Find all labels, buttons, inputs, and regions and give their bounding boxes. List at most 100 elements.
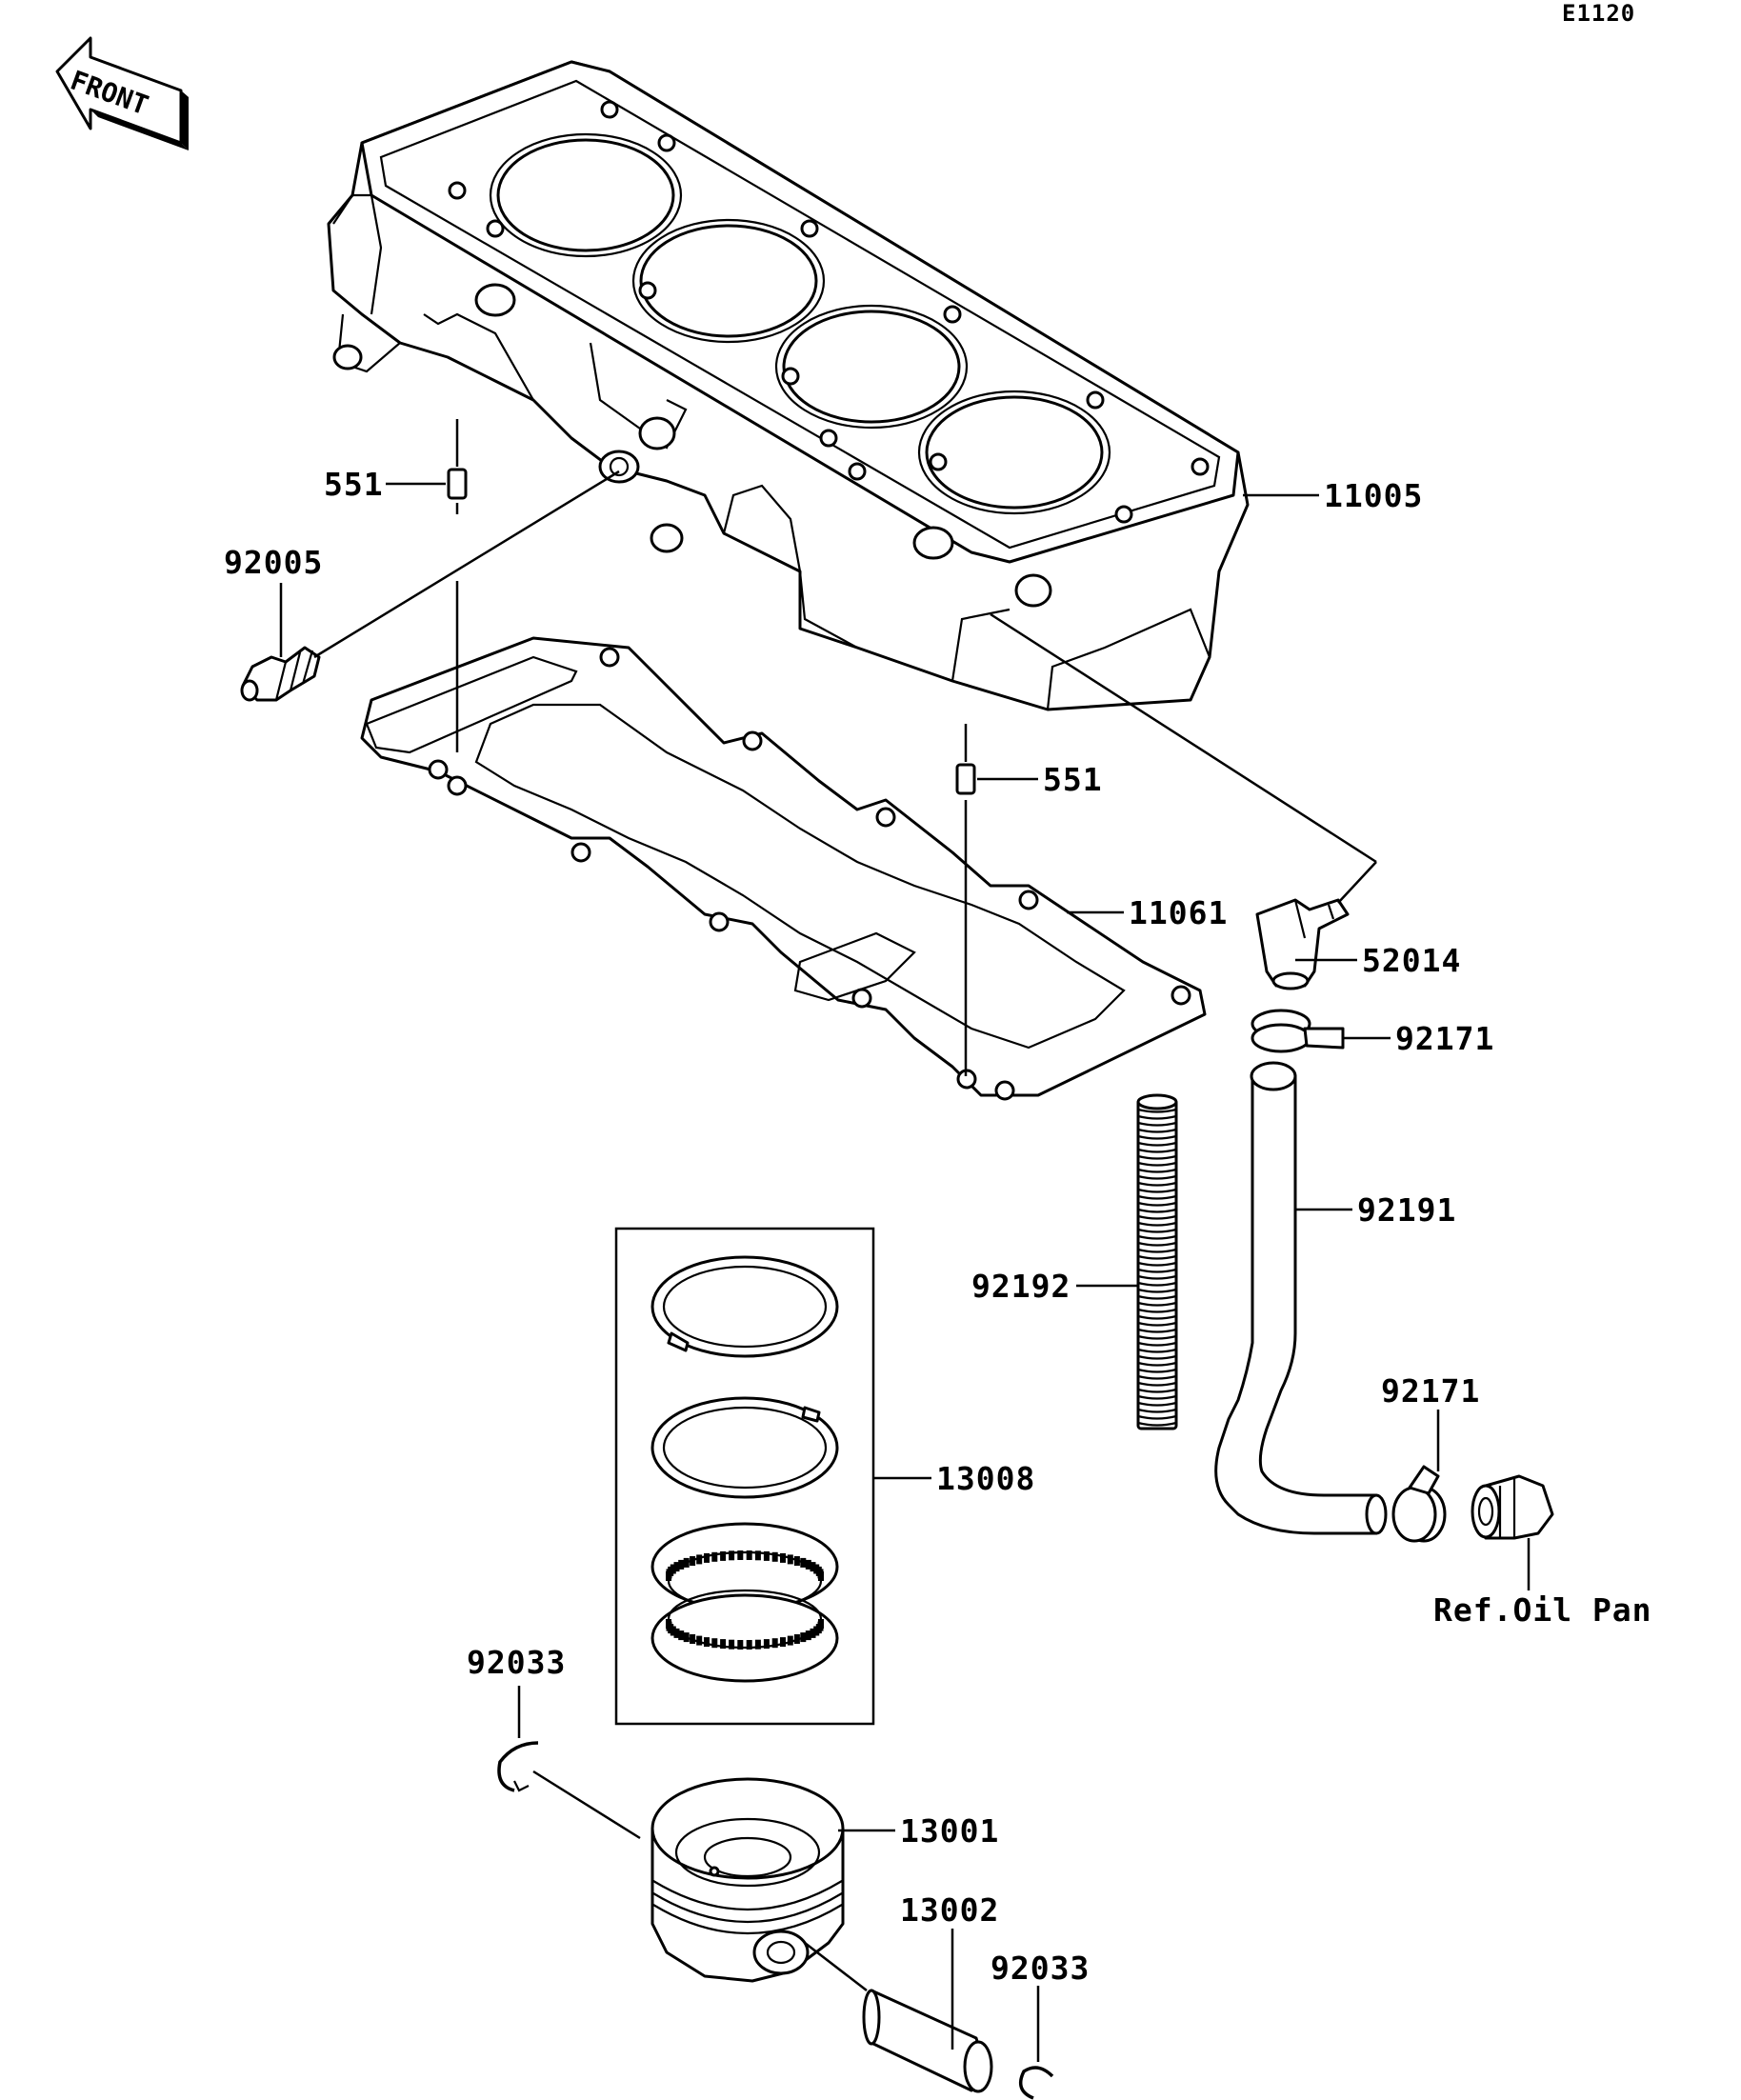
spring-coil xyxy=(1137,1141,1177,1147)
spring-coil xyxy=(1137,1188,1177,1193)
label-92192: 92192 xyxy=(971,1268,1071,1305)
label-13001: 13001 xyxy=(900,1812,999,1850)
label-92033-left: 92033 xyxy=(467,1644,566,1681)
spring-coil xyxy=(1137,1348,1177,1353)
spring-coil xyxy=(1137,1334,1177,1340)
leader-lines xyxy=(279,419,1531,2062)
spring-coil xyxy=(1137,1274,1177,1280)
spring-coil xyxy=(1137,1108,1177,1113)
spring-coils xyxy=(1137,1108,1177,1427)
spring-coil xyxy=(1137,1134,1177,1140)
dowel-pin-upper xyxy=(447,468,468,500)
label-92033-right: 92033 xyxy=(991,1950,1090,1987)
label-11061: 11061 xyxy=(1129,894,1228,931)
spring-coil xyxy=(1137,1114,1177,1120)
oil-ring-teeth xyxy=(666,1550,824,1650)
oil-ring-tooth xyxy=(696,1635,703,1646)
spring-coil xyxy=(1137,1421,1177,1427)
label-551-lower: 551 xyxy=(1043,761,1103,798)
spring-coil xyxy=(1137,1374,1177,1380)
oil-ring-tooth xyxy=(793,1634,800,1644)
spring-coil xyxy=(1137,1201,1177,1207)
oil-ring-tooth xyxy=(754,1550,761,1561)
dowel-pin-lower xyxy=(955,763,976,795)
oil-ring-tooth xyxy=(813,1626,820,1636)
oil-ring-tooth xyxy=(754,1639,761,1650)
oil-ring-tooth xyxy=(746,1550,752,1560)
label-92171-lower: 92171 xyxy=(1381,1372,1480,1410)
spring-coil xyxy=(1137,1154,1177,1160)
oil-ring-tooth xyxy=(720,1639,727,1650)
spring-coil xyxy=(1137,1181,1177,1187)
oil-ring-tooth xyxy=(746,1640,752,1650)
spring-coil xyxy=(1137,1254,1177,1260)
oil-ring-tooth xyxy=(696,1554,703,1565)
circlip-right xyxy=(1018,2066,1054,2100)
label-92171-upper: 92171 xyxy=(1395,1020,1494,1057)
oil-hose-92191 xyxy=(1214,1061,1388,1535)
spring-coil xyxy=(1137,1268,1177,1273)
oil-ring-tooth xyxy=(729,1550,735,1561)
spring-coil xyxy=(1137,1354,1177,1360)
spring-coil xyxy=(1137,1228,1177,1233)
oil-ring-tooth xyxy=(673,1562,680,1572)
oil-ring-tooth xyxy=(780,1552,786,1563)
oil-ring-tooth xyxy=(787,1635,793,1646)
oil-pan-fitting xyxy=(1471,1474,1554,1540)
spring-coil xyxy=(1137,1214,1177,1220)
oil-ring-tooth xyxy=(711,1551,718,1562)
spring-coil xyxy=(1137,1308,1177,1313)
label-13002: 13002 xyxy=(900,1891,999,1929)
elbow-fitting-52014 xyxy=(1255,898,1350,990)
oil-ring-tooth xyxy=(678,1630,685,1641)
spring-coil xyxy=(1137,1281,1177,1287)
circlip-left xyxy=(497,1741,539,1792)
oil-ring-tooth xyxy=(771,1551,778,1562)
diagram-code: E1120 xyxy=(1562,0,1635,27)
oil-ring-tooth xyxy=(800,1557,807,1568)
spring-coil xyxy=(1137,1174,1177,1180)
spring-coil xyxy=(1137,1161,1177,1167)
oil-ring-tooth xyxy=(720,1550,727,1561)
piston-pin-13002 xyxy=(862,1989,993,2093)
label-11005: 11005 xyxy=(1324,477,1423,514)
oil-ring-tooth xyxy=(813,1564,820,1574)
spring-coil xyxy=(1137,1241,1177,1247)
spring-coil xyxy=(1137,1168,1177,1173)
oil-ring-tooth xyxy=(805,1630,811,1641)
hose-clamp-lower xyxy=(1391,1465,1447,1543)
spring-coil xyxy=(1137,1381,1177,1387)
oil-ring-tooth xyxy=(810,1628,816,1638)
spring-coil xyxy=(1137,1208,1177,1213)
oil-ring-tooth xyxy=(771,1638,778,1649)
oil-ring-tooth xyxy=(666,1571,671,1581)
oil-ring-tooth xyxy=(787,1554,793,1565)
label-ref-oil-pan: Ref.Oil Pan xyxy=(1433,1591,1652,1629)
spring-coil xyxy=(1137,1234,1177,1240)
spring-coil xyxy=(1137,1221,1177,1227)
spring-coil xyxy=(1137,1401,1177,1407)
piston-13001 xyxy=(650,1777,845,1983)
oil-ring-tooth xyxy=(805,1559,811,1570)
oil-ring-tooth xyxy=(711,1638,718,1649)
spring-coil xyxy=(1137,1414,1177,1420)
label-551-upper: 551 xyxy=(324,466,384,503)
spring-coil xyxy=(1137,1248,1177,1253)
front-arrow-icon: FRONT xyxy=(55,36,189,150)
piston-ring-set xyxy=(614,1227,875,1726)
spring-coil xyxy=(1137,1408,1177,1413)
spring-coil xyxy=(1137,1294,1177,1300)
oil-ring-tooth xyxy=(763,1550,770,1561)
hose-clamp-upper xyxy=(1251,1009,1345,1053)
oil-ring-tooth xyxy=(810,1562,816,1572)
spring-coil xyxy=(1137,1128,1177,1133)
oil-ring-tooth xyxy=(690,1556,696,1566)
oil-ring-tooth xyxy=(704,1552,710,1563)
fitting-92005 xyxy=(240,646,321,702)
spring-coil xyxy=(1137,1121,1177,1127)
oil-ring-tooth xyxy=(729,1639,735,1650)
spring-coil xyxy=(1137,1321,1177,1327)
oil-ring-tooth xyxy=(793,1556,800,1566)
spring-coil xyxy=(1137,1328,1177,1333)
spring-coil xyxy=(1137,1388,1177,1393)
